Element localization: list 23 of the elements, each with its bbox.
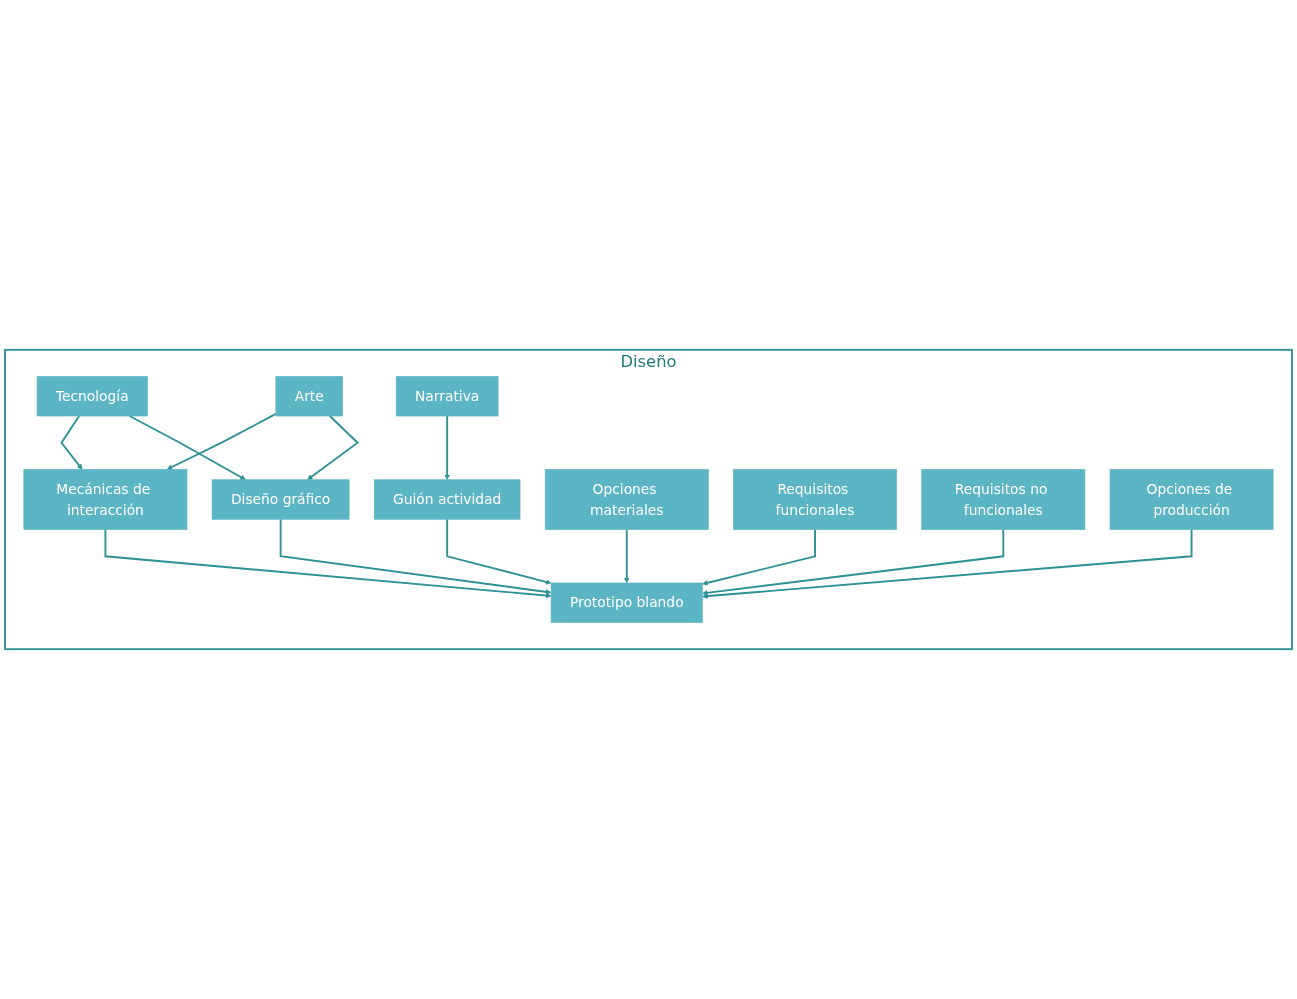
- node-box: Opciones materiales: [544, 469, 709, 530]
- node-box: Guión actividad: [373, 479, 521, 520]
- node-box: Tecnología: [36, 376, 148, 417]
- arrow: [444, 415, 450, 480]
- node-box: Narrativa: [395, 376, 499, 417]
- arrow: [446, 518, 552, 585]
- node-box: Requisitos funcionales: [733, 469, 897, 530]
- node-box: Opciones de producción: [1109, 469, 1274, 530]
- arrow: [128, 415, 246, 480]
- node-box: Requisitos no funcionales: [921, 469, 1086, 530]
- arrow: [166, 413, 277, 470]
- arrow: [104, 528, 552, 599]
- node-box: Diseño gráfico: [211, 479, 350, 520]
- arrow: [702, 528, 1005, 596]
- node-box: Prototipo blando: [550, 582, 703, 623]
- arrow: [702, 528, 816, 586]
- arrow: [307, 415, 360, 480]
- arrow: [702, 528, 1193, 599]
- node-box: Mecánicas de interacción: [23, 469, 188, 530]
- arrow: [279, 518, 552, 595]
- arrow: [624, 528, 630, 584]
- arrow: [60, 415, 83, 470]
- node-box: Arte: [275, 376, 343, 417]
